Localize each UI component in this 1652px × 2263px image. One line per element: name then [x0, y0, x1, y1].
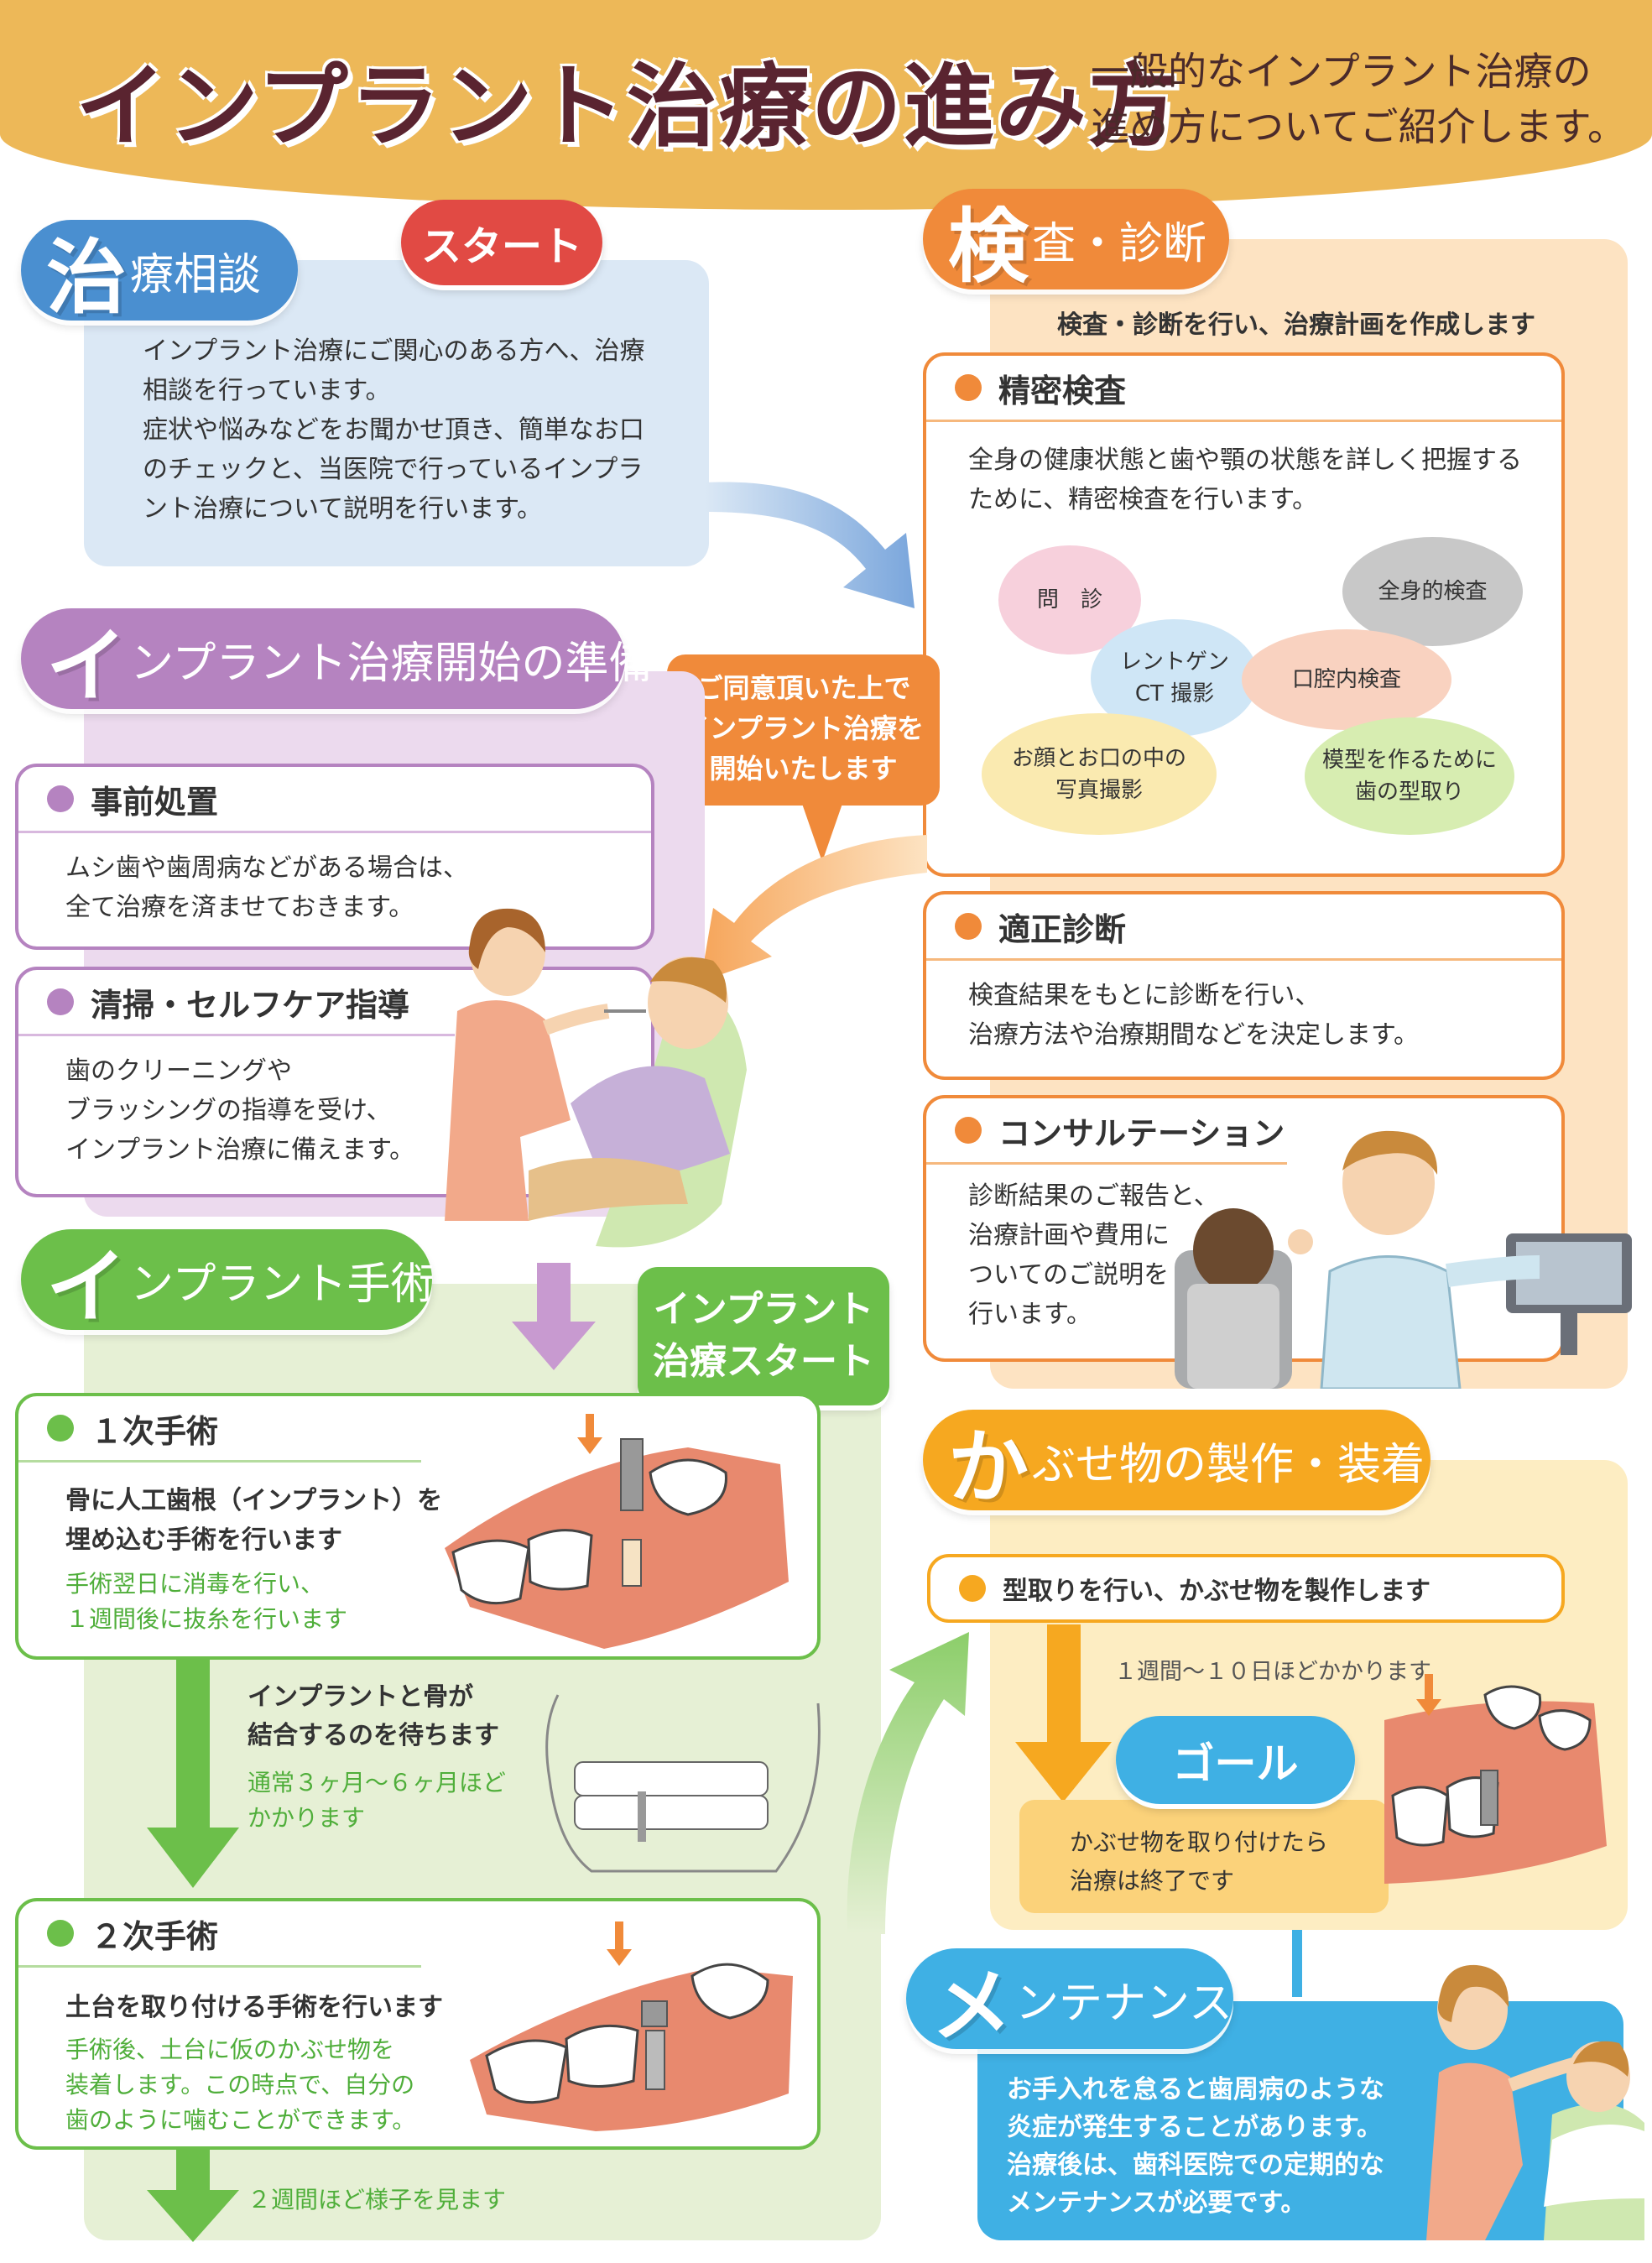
doctor-consultation-illustration [1175, 1130, 1632, 1389]
maintenance-text: お手入れを怠ると歯周病のような 炎症が発生することがあります。 治療後は、歯科医… [1007, 2075, 1384, 2218]
precise-exam-text: 全身の健康状態と歯や顎の状態を詳しく把握する ために、精密検査を行います。 [968, 446, 1522, 514]
exam-heading: 検 査・診断 [923, 189, 1229, 294]
header-band [0, 0, 1652, 210]
cleaning-text: 歯のクリーニングや ブラッシングの指導を受け、 インプラント治療に備えます。 [65, 1056, 415, 1165]
consult-text: 診断結果のご報告と、 治療計画や費用に ついてのご説明を 行います。 [968, 1181, 1219, 1329]
crown-fitted-illustration [1384, 1674, 1607, 1884]
implant-start-badge: インプラント 治療スタート [638, 1267, 889, 1405]
bullet-dot-icon [955, 913, 982, 940]
pre-treatment-card: 事前処置 ムシ歯や歯周病などがある場合は、 全て治療を済ませておきます。 [15, 764, 654, 950]
crown-heading: か ぶせ物の製作・装着 [923, 1410, 1431, 1515]
connector-line [1292, 1930, 1302, 1997]
blob-model: 模型を作るために歯の型取り [1305, 717, 1514, 835]
down-arrow-icon [512, 1263, 596, 1370]
page-title: インプラント治療の進み方 [76, 55, 1180, 159]
bullet-dot-icon [47, 1415, 74, 1442]
first-surgery-card: １次手術 骨に人工歯根（インプラント）を 埋め込む手術を行います 手術翌日に消毒… [15, 1393, 821, 1660]
blob-photo: お顔とお口の中の写真撮影 [982, 713, 1217, 835]
consultation-text: インプラント治療にご関心のある方へ、治療 相談を行っています。 症状や悩みなどを… [143, 336, 645, 524]
bullet-dot-icon [47, 785, 74, 812]
blob-kouku: 口腔内検査 [1242, 629, 1451, 730]
surgery-heading: イ ンプラント手術 [21, 1229, 434, 1334]
start-badge: スタート [401, 200, 602, 285]
page-subtitle: 一般的なインプラント治療の 進め方についてご紹介します。 [1091, 49, 1627, 149]
down-arrow-icon [1015, 1624, 1112, 1802]
bullet-dot-icon [955, 1117, 982, 1144]
bullet-dot-icon [47, 988, 74, 1015]
bullet-dot-icon [955, 374, 982, 401]
abutment-illustration [470, 1921, 793, 2131]
blob-zenshin: 全身的検査 [1342, 537, 1523, 646]
diagnosis-text: 検査結果をもとに診断を行い、 治療方法や治療期間などを決定します。 [968, 981, 1419, 1050]
arrow-to-exam-icon [705, 482, 915, 608]
implant-insert-illustration [445, 1414, 789, 1649]
consultation-heading: 治 療相談 [21, 220, 298, 325]
diagnosis-card: 適正診断 検査結果をもとに診断を行い、 治療方法や治療期間などを決定します。 [923, 891, 1565, 1080]
second-surgery-text: 土台を取り付ける手術を行います 手術後、土台に仮のかぶせ物を 装着します。この時… [65, 1993, 443, 2134]
crown-duration: １週間〜１０日ほどかかります [1114, 1659, 1431, 1685]
wait-text: インプラントと骨が 結合するのを待ちます 通常３ヶ月〜６ヶ月ほど かかります [248, 1682, 507, 1832]
hygienist-patient-illustration [445, 908, 747, 1248]
bubble-tail-icon [801, 801, 843, 862]
maintenance-illustration [1426, 1964, 1644, 2240]
pre-treatment-text: ムシ歯や歯周病などがある場合は、 全て治療を済ませておきます。 [65, 853, 468, 922]
first-surgery-text: 骨に人工歯根（インプラント）を 埋め込む手術を行います 手術翌日に消毒を行い、 … [65, 1486, 443, 1633]
goal-badge: ゴール [1116, 1716, 1355, 1804]
crown-step-card: 型取りを行い、かぶせ物を製作します [927, 1554, 1565, 1623]
consent-bubble: ご同意頂いた上で インプラント治療を 開始いたします [667, 654, 940, 806]
after-second-surgery-text: ２週間ほど様子を見ます [248, 2186, 507, 2213]
down-arrow-icon [147, 1660, 239, 1888]
arrow-to-prep-icon [701, 835, 927, 982]
maintenance-heading: メ ンテナンス [906, 1948, 1233, 2053]
bullet-dot-icon [959, 1575, 986, 1602]
exam-lead: 検査・診断を行い、治療計画を作成します [1057, 310, 1535, 340]
bullet-dot-icon [47, 1920, 74, 1947]
arrow-to-crown-icon [847, 1632, 969, 1934]
jaw-xray-illustration [545, 1694, 821, 1873]
down-arrow-icon [147, 2148, 239, 2242]
prep-heading: イ ンプラント治療開始の準備 [21, 608, 652, 713]
goal-box: かぶせ物を取り付けたら 治療は終了です [1019, 1800, 1389, 1913]
